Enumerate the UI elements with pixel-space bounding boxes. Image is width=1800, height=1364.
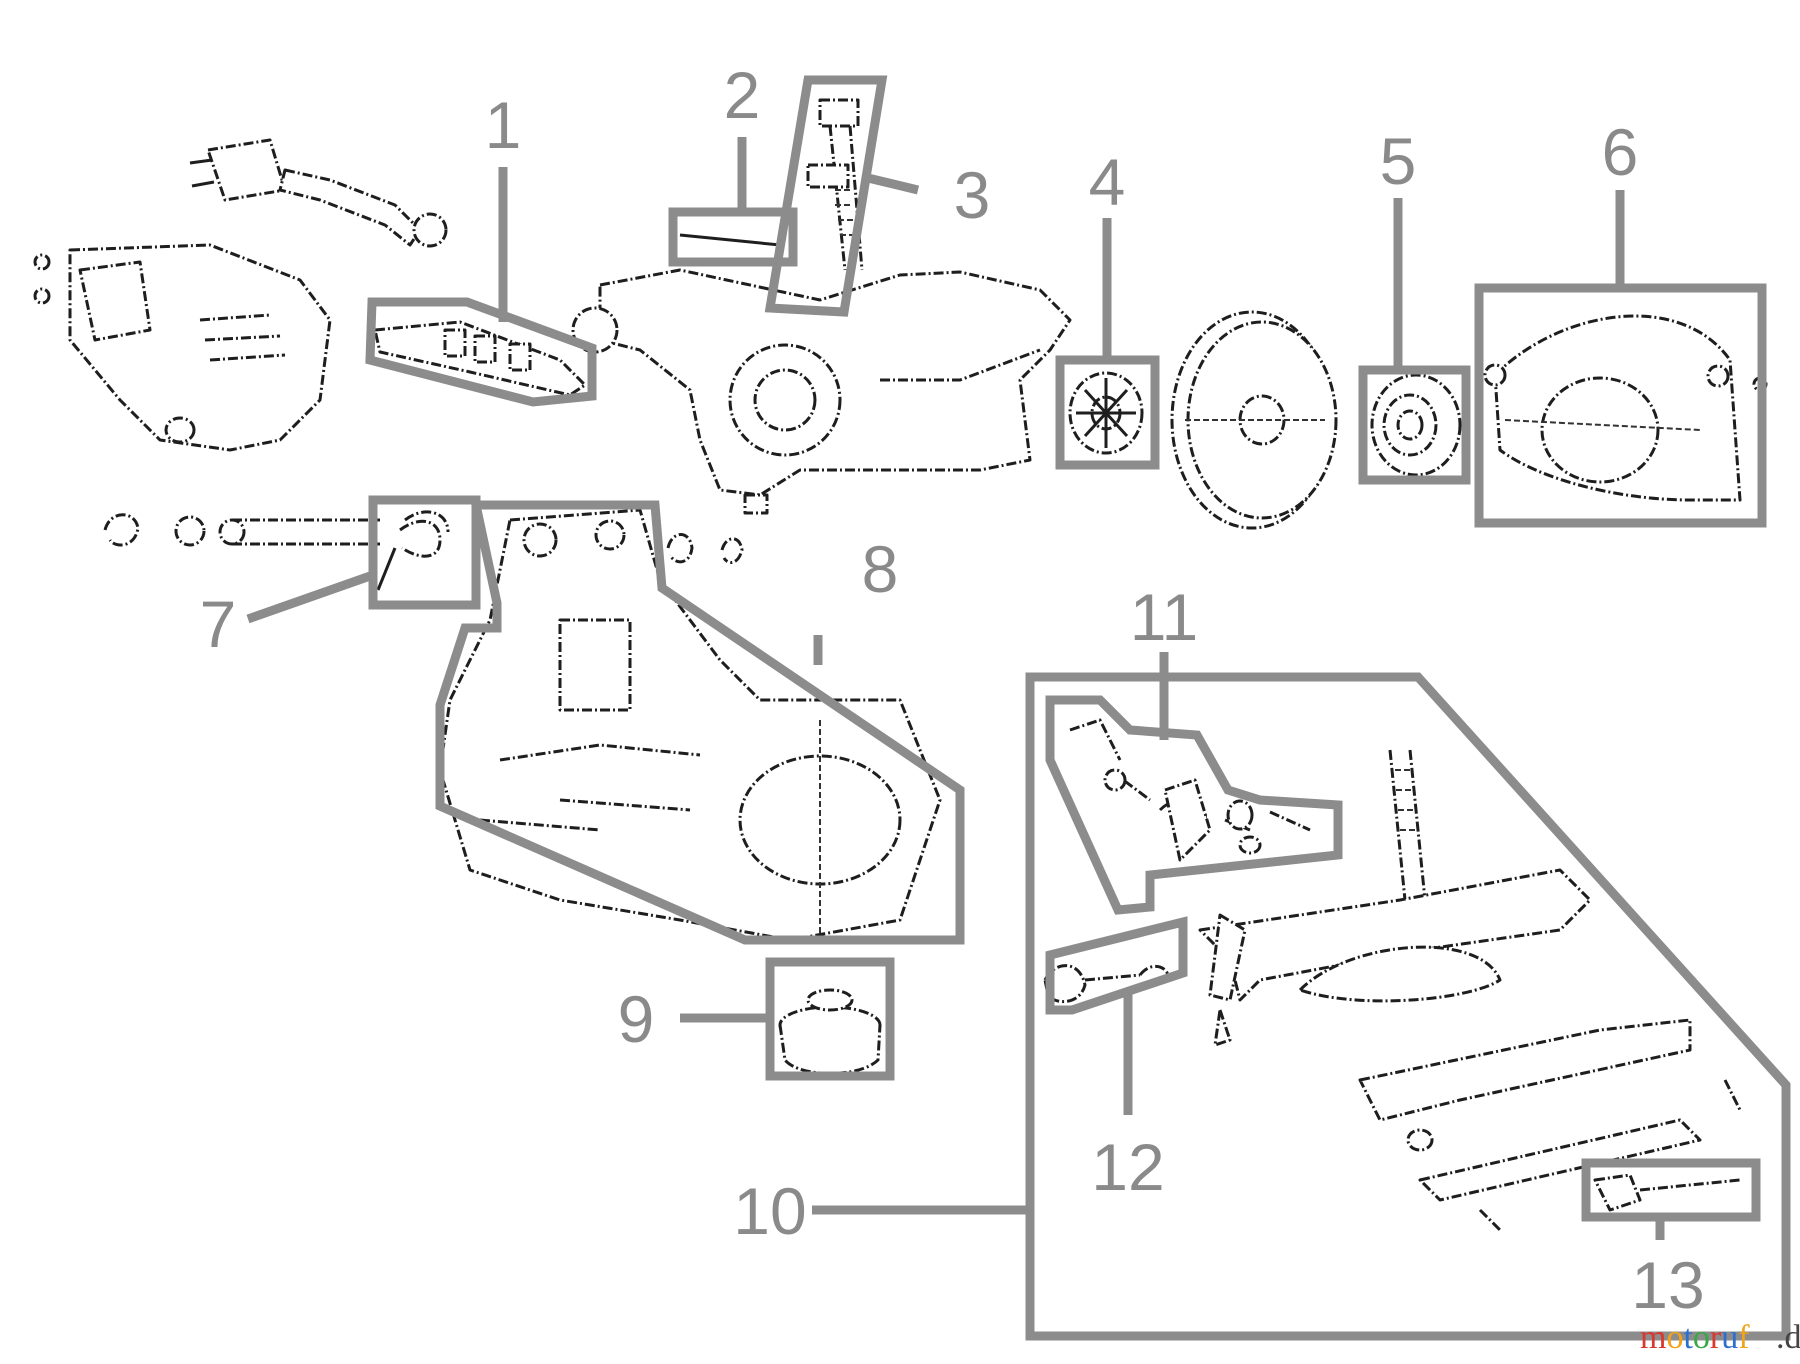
frame-10: [1025, 672, 1791, 1341]
frame-13: [1581, 1158, 1761, 1222]
callout-7: 7: [200, 587, 237, 661]
callout-6: 6: [1602, 115, 1639, 189]
callout-12: 12: [1091, 1130, 1164, 1204]
watermark-letter: t: [1683, 1319, 1693, 1356]
callout-3: 3: [954, 158, 991, 232]
pivot-shaft-spring: [103, 510, 744, 591]
callout-numbers: 1 2 3 4 5 6 7 8 9 10 11 12 13: [200, 58, 1705, 1322]
watermark-letter: f: [1738, 1319, 1750, 1356]
callout-4: 4: [1089, 145, 1126, 219]
frame-1: [365, 297, 597, 407]
watermark-letter: o: [1693, 1319, 1710, 1356]
callout-9: 9: [618, 982, 655, 1056]
frame-3: [764, 75, 888, 317]
callout-10: 10: [733, 1174, 806, 1248]
callout-8: 8: [862, 532, 899, 606]
callout-13: 13: [1631, 1248, 1704, 1322]
miter-assembly: [1043, 718, 1742, 1232]
watermark-letter: u: [1721, 1319, 1738, 1356]
frame-6: [1474, 283, 1767, 528]
spindle-bolt: [806, 98, 864, 271]
frame-11: [1045, 695, 1343, 915]
part-drawings: [33, 98, 1768, 1232]
outer-flange: [1370, 373, 1462, 477]
callout-5: 5: [1380, 124, 1417, 198]
blade-housing: [571, 268, 1072, 515]
watermark-logo: motoruf .de: [1640, 1319, 1800, 1356]
leader-lines: [246, 137, 1665, 1240]
callout-frames: [365, 75, 1791, 1341]
watermark-letter: r: [1710, 1319, 1722, 1356]
watermark-letter: m: [1640, 1319, 1666, 1356]
motor-housing: [68, 243, 332, 452]
blade-guard: [1483, 314, 1768, 502]
saw-base: [438, 508, 942, 942]
frame-4: [1055, 355, 1160, 470]
frame-9: [765, 957, 895, 1081]
inner-flange: [1068, 371, 1144, 455]
small-screws-left: [33, 253, 51, 305]
saw-blade-disc: [1170, 310, 1338, 530]
frame-2: [668, 207, 798, 267]
frame-8: [435, 500, 965, 945]
watermark-suffix: .de: [1776, 1319, 1800, 1356]
callout-2: 2: [724, 58, 761, 132]
callout-1: 1: [485, 88, 522, 162]
switch-board: [373, 320, 587, 397]
callout-11: 11: [1130, 580, 1199, 654]
watermark-text: motoruf: [1640, 1319, 1750, 1356]
guide-bar: [679, 233, 781, 247]
frame-5: [1358, 365, 1471, 485]
power-cord-plug: [189, 138, 448, 248]
rubber-foot: [778, 988, 882, 1075]
frame-7: [368, 495, 481, 610]
watermark-letter: o: [1666, 1319, 1683, 1356]
